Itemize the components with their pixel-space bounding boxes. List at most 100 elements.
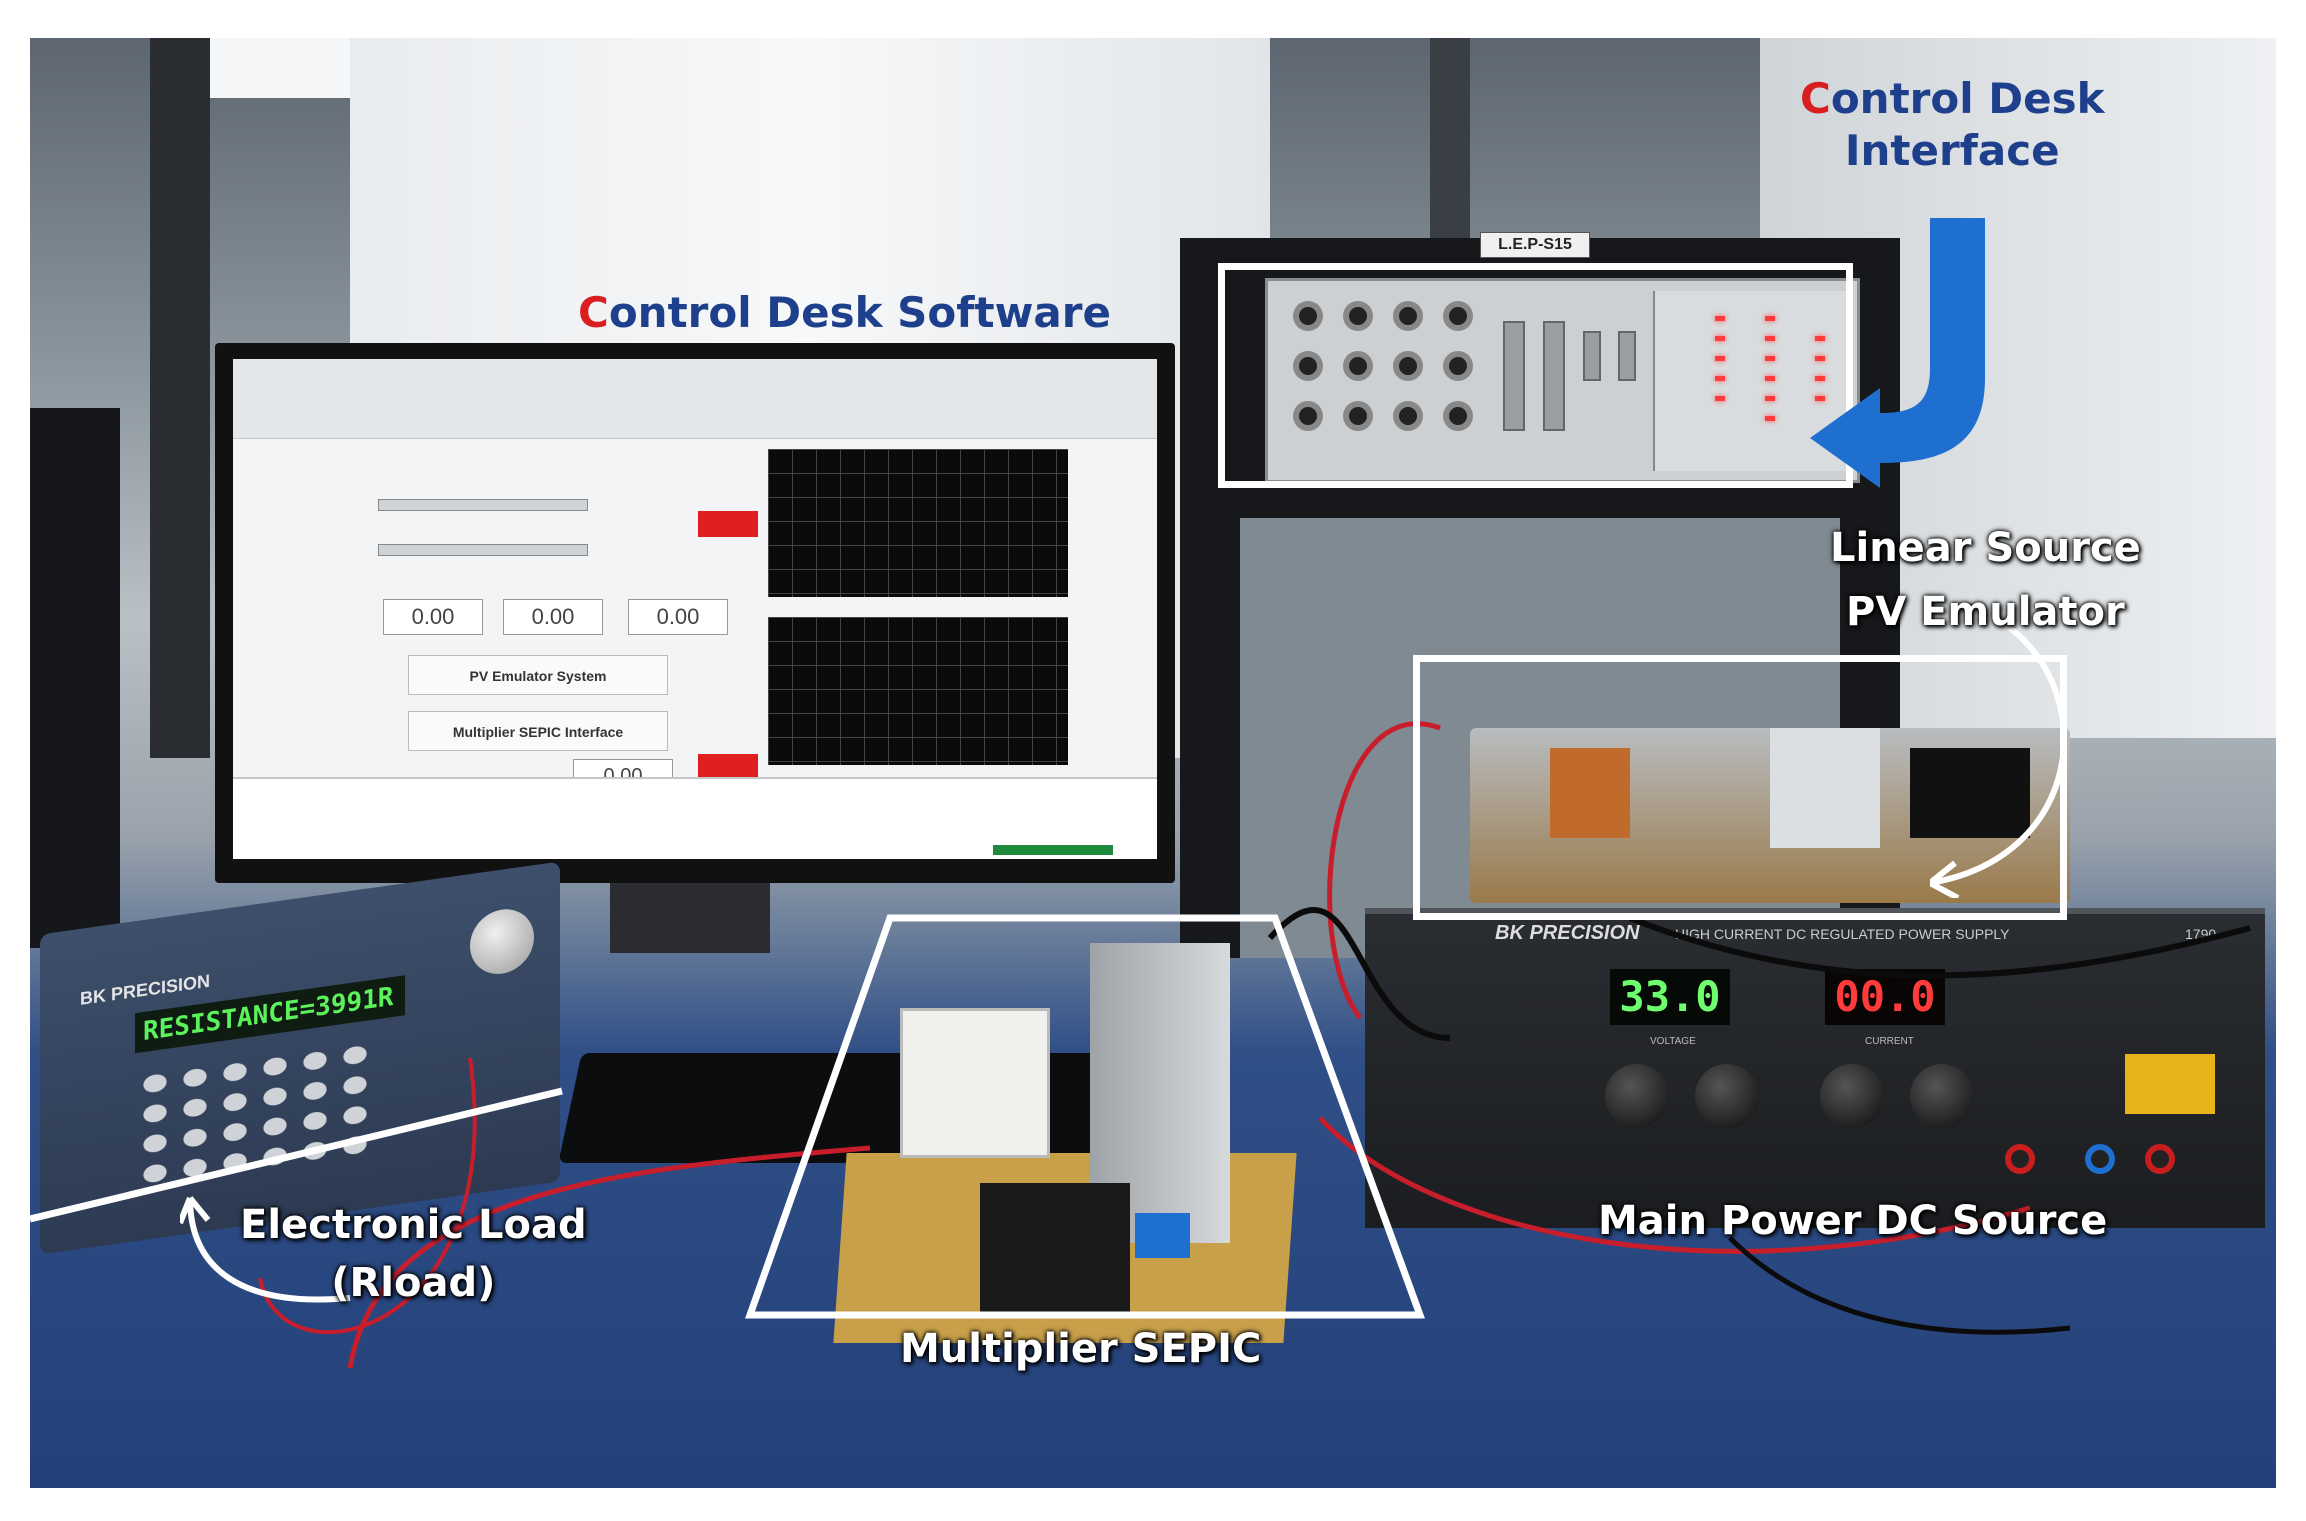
dc-power-supply: BK PRECISION HIGH CURRENT DC REGULATED P…	[1365, 908, 2265, 1228]
control-desk-interface-line1: Control Desk	[1800, 74, 2105, 123]
title-initial: C	[578, 288, 609, 337]
status-led	[1815, 336, 1825, 341]
electronic-load-label: Electronic Load (Rload)	[240, 1196, 587, 1312]
bnc-connector	[1443, 401, 1473, 431]
control-desk-frame	[1218, 263, 1853, 488]
sepic-relay	[1135, 1213, 1190, 1258]
ceiling-light	[210, 38, 350, 98]
bnc-connector	[1293, 401, 1323, 431]
heatsink	[1770, 728, 1880, 848]
bnc-connector	[1393, 351, 1423, 381]
bnc-connector	[1443, 351, 1473, 381]
dsub-connector	[1503, 321, 1525, 431]
capacitor-bank	[1910, 748, 2030, 838]
red-cable	[1318, 1116, 2031, 1254]
red-cable	[347, 1145, 871, 1369]
bnc-connector	[1293, 351, 1323, 381]
plot-panel	[768, 449, 1068, 597]
black-cable	[1628, 915, 2251, 979]
status-led	[1815, 376, 1825, 381]
data-table	[233, 777, 1157, 859]
left-monitor-edge	[30, 408, 120, 948]
psu-title: HIGH CURRENT DC REGULATED POWER SUPPLY	[1675, 926, 2010, 942]
red-cable	[1327, 721, 1441, 1020]
monitor-stand	[610, 883, 770, 953]
sepic-transformer	[980, 1183, 1130, 1313]
red-terminal	[2145, 1144, 2175, 1174]
bnc-connector	[1293, 301, 1323, 331]
warning-label	[2125, 1054, 2215, 1114]
sepic-capacitors	[900, 1008, 1050, 1158]
voltage-fine-knob	[1695, 1064, 1759, 1128]
control-desk-interface-label: Control Desk Interface	[1800, 73, 2105, 177]
bnc-connector	[1443, 301, 1473, 331]
load-pointer-line	[30, 1087, 563, 1223]
numeric-display: 0.00	[628, 599, 728, 635]
bnc-connector	[1393, 301, 1423, 331]
lab-bench-photo: L.E.P-S15	[30, 38, 2276, 1488]
status-led	[1765, 376, 1775, 381]
blue-terminal	[2085, 1144, 2115, 1174]
monitor: 0.00 0.00 0.00 PV Emulator System Multip…	[215, 343, 1175, 953]
black-cable	[1728, 1236, 2071, 1335]
status-led	[1765, 416, 1775, 421]
bnc-connector	[1393, 401, 1423, 431]
dsub-connector	[1583, 331, 1601, 381]
control-desk-interface-line2: Interface	[1844, 126, 2060, 175]
plot-panel	[768, 617, 1068, 765]
title-initial: C	[1800, 74, 1831, 123]
monitor-screen: 0.00 0.00 0.00 PV Emulator System Multip…	[233, 359, 1157, 859]
linear-source-line1: Linear Source	[1830, 525, 2141, 571]
status-led	[1765, 316, 1775, 321]
slider-track	[378, 544, 588, 556]
curved-arrow-down-left-icon	[1810, 218, 1985, 488]
current-display: 00.0	[1825, 969, 1945, 1025]
current-label: CURRENT	[1865, 1036, 1914, 1047]
pv-emulator-board	[1470, 728, 2070, 903]
dsub-connector	[1618, 331, 1636, 381]
status-led	[1815, 356, 1825, 361]
curved-arrow-load-icon	[180, 1196, 351, 1303]
psu-brand: BK PRECISION	[1495, 922, 1640, 944]
electronic-load-line2: (Rload)	[331, 1260, 496, 1306]
status-led	[1765, 356, 1775, 361]
panel-title: Multiplier SEPIC Interface	[408, 711, 668, 751]
dsub-connector	[1543, 321, 1565, 431]
bnc-connector	[1343, 401, 1373, 431]
electronic-load-line1: Electronic Load	[240, 1202, 587, 1248]
current-fine-knob	[1910, 1064, 1974, 1128]
linear-source-label: Linear Source PV Emulator	[1830, 516, 2141, 644]
voltage-display: 33.0	[1610, 969, 1730, 1025]
status-led	[1715, 376, 1725, 381]
voltage-coarse-knob	[1605, 1064, 1669, 1128]
status-led	[1715, 356, 1725, 361]
ribbon-bar	[233, 359, 1157, 439]
black-cable	[1267, 907, 1451, 1041]
status-indicator	[698, 754, 758, 780]
multiplier-sepic-label: Multiplier SEPIC	[900, 1326, 1262, 1372]
status-led	[1765, 336, 1775, 341]
current-coarse-knob	[1820, 1064, 1884, 1128]
pv-emulator-frame	[1413, 655, 2067, 920]
red-terminal	[2005, 1144, 2035, 1174]
inductor	[1550, 748, 1630, 838]
status-led	[1815, 396, 1825, 401]
window-pillar-left	[150, 38, 210, 758]
status-led	[1765, 396, 1775, 401]
status-led	[1715, 316, 1725, 321]
progress-bar	[993, 845, 1113, 855]
main-power-dc-source-label: Main Power DC Source	[1598, 1198, 2108, 1244]
panel-title: PV Emulator System	[408, 655, 668, 695]
control-desk-box	[1265, 278, 1860, 483]
curved-arrow-right-icon	[1930, 625, 2067, 898]
sepic-trapezoid-frame	[30, 914, 1426, 1319]
cables	[258, 721, 2251, 1369]
numeric-display: 0.00	[503, 599, 603, 635]
numeric-display: 0.00	[383, 599, 483, 635]
red-cable	[258, 1057, 477, 1335]
slider-track	[378, 499, 588, 511]
bnc-connector	[1343, 301, 1373, 331]
status-led	[1715, 336, 1725, 341]
control-desk-software-label: Control Desk Software	[578, 288, 1111, 337]
